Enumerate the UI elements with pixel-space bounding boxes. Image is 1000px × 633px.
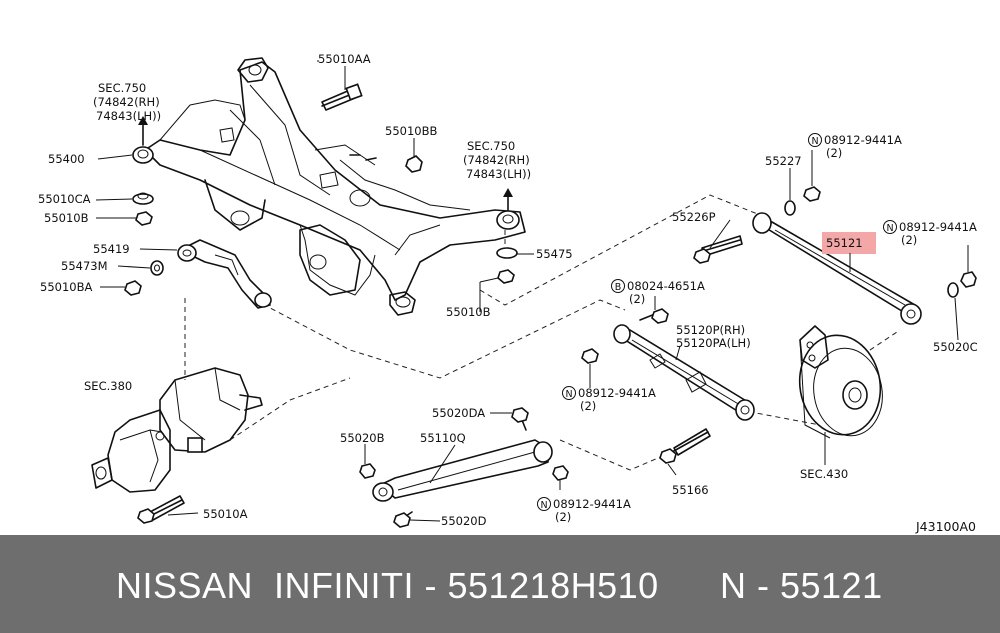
label-08912-top: 08912-9441A [824,133,902,147]
washer-55020c [947,282,959,298]
label-sec430: SEC.430 [800,467,848,481]
label-55020b: 55020B [340,431,385,445]
label-08912-mid: 08912-9441A [578,386,656,400]
label-55010b-left: 55010B [44,211,89,225]
caption-bar: NISSAN INFINITI - 551218H510 N - 55121 [0,535,1000,633]
label-qty-top: (2) [826,146,842,160]
leader-lines [95,60,969,522]
label-55419: 55419 [93,242,130,256]
exploded-parts-diagram: N N B N N 55010AA 55010BB SEC.750 (74842… [38,52,978,534]
label-74842-left: (74842(RH) [93,95,160,109]
lower-link-55110q [359,407,569,528]
label-08024: 08024-4651A [627,279,705,293]
label-08912-right: 08912-9441A [899,220,977,234]
nut-upper [803,186,821,202]
label-qty-bottom: (2) [555,510,571,524]
nut-marker: N [886,223,893,234]
part-labels: 55010AA 55010BB SEC.750 (74842(RH) 74843… [38,52,978,534]
left-link-55419 [124,239,272,309]
label-55010aa: 55010AA [318,52,371,66]
upper-arm-55121 [752,212,922,325]
label-55020da: 55020DA [432,406,485,420]
label-55110q: 55110Q [420,431,466,445]
oem-part-code: N - 55121 [720,565,883,606]
label-qty-bolt: (2) [629,292,645,306]
label-qty-mid: (2) [580,399,596,413]
highlight-box-55121 [822,232,876,254]
label-74843-right: 74843(LH)) [466,167,531,181]
differential-sec380 [91,367,263,524]
label-sec750-right: SEC.750 [467,139,515,153]
nut-marker: N [565,389,572,400]
diagram-reference-code: J43100A0 [915,519,976,534]
label-sec380: SEC.380 [84,379,132,393]
label-55010bb: 55010BB [385,124,437,138]
label-55020d: 55020D [441,514,487,528]
bolt-55166 [659,428,711,464]
label-sec750-left: SEC.750 [98,81,146,95]
washer-55227 [784,200,796,216]
label-55475: 55475 [536,247,573,261]
label-55166: 55166 [672,483,709,497]
dashed-guide-lines [184,194,901,471]
label-55227: 55227 [765,154,802,168]
nut-marker: N [540,500,547,511]
label-55473m: 55473M [61,259,108,273]
label-55120pa: 55120PA(LH) [676,336,751,350]
lower-arm-55120p [581,308,755,421]
label-74842-right: (74842(RH) [463,153,530,167]
label-55226p: 55226P [672,210,716,224]
label-55010ca: 55010CA [38,192,91,206]
label-55121: 55121 [826,236,863,250]
nut-right [960,271,977,288]
label-qty-right: (2) [901,233,917,247]
label-74843-left: 74843(LH)) [96,109,161,123]
brake-disc-sec430 [798,325,883,439]
circled-markers: N N B N N [537,133,897,511]
rear-subframe [132,57,526,316]
label-08912-bottom: 08912-9441A [553,497,631,511]
subframe-fasteners [132,83,518,284]
label-55010ba: 55010BA [40,280,92,294]
label-55020c: 55020C [933,340,978,354]
label-55010b-right: 55010B [446,305,491,319]
brand-part-number: NISSAN INFINITI - 551218H510 [116,565,659,606]
label-55120p: 55120P(RH) [676,323,745,337]
bolt-55226p [693,235,743,264]
label-55010a: 55010A [203,507,248,521]
bolt-marker: B [615,282,622,293]
nut-marker: N [811,136,818,147]
label-55400: 55400 [48,152,85,166]
